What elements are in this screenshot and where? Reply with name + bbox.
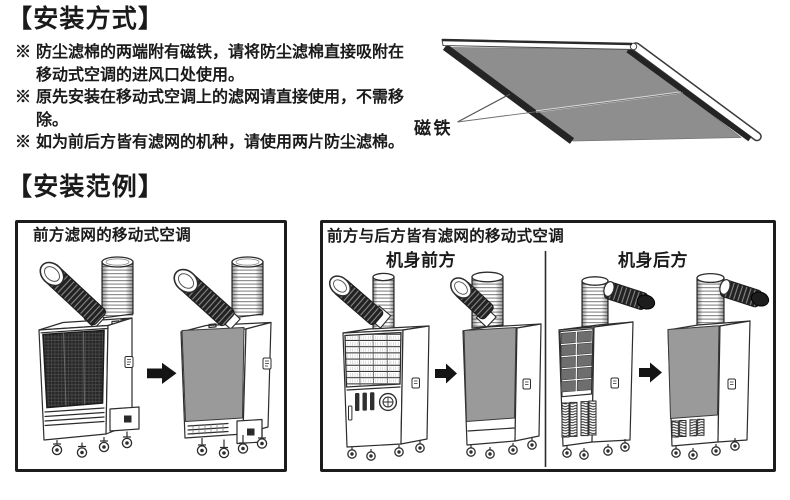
arrow-icon bbox=[147, 362, 177, 384]
ac-unit-rear-grille-illustration bbox=[558, 276, 656, 460]
body-rear-label: 机身后方 bbox=[618, 251, 688, 270]
front-rear-example-illustration bbox=[328, 251, 770, 467]
casters bbox=[671, 437, 740, 460]
instruction-text: 防尘滤棉的两端附有磁铁，请将防尘滤棉直接吸附在 移动式空调的进风口处使用。 bbox=[36, 42, 404, 87]
arrow-icon bbox=[435, 363, 457, 384]
instruction-line: 原先安装在移动式空调上的滤网请直接使用，不需移 bbox=[36, 89, 405, 106]
casters bbox=[51, 431, 133, 458]
instruction-line: 移动式空调的进风口处使用。 bbox=[36, 66, 245, 84]
casters bbox=[562, 438, 630, 460]
instruction-item-1: ※ 防尘滤棉的两端附有磁铁，请将防尘滤棉直接吸附在 移动式空调的进风口处使用。 bbox=[15, 42, 415, 87]
ac-unit-rear-panel-illustration bbox=[667, 272, 770, 460]
filter-sheet-illustration bbox=[441, 38, 762, 144]
example-box-front-rear-filter: 前方与后方皆有滤网的移动式空调 机身前方 机身后方 bbox=[320, 220, 776, 472]
instruction-line: 如为前后方皆有滤网的机种，请使用两片防尘滤棉。 bbox=[36, 134, 405, 151]
rear-grille-cells bbox=[560, 330, 592, 393]
section-title-install-method: 【安装方式】 bbox=[7, 6, 165, 33]
casters bbox=[196, 428, 268, 459]
magnet-leader-lines bbox=[457, 91, 684, 123]
ac-unit-front-grille-illustration bbox=[38, 256, 140, 458]
bullet-marker: ※ bbox=[15, 89, 32, 106]
casters bbox=[466, 436, 537, 459]
instruction-text: 如为前后方皆有滤网的机种，请使用两片防尘滤棉。 bbox=[36, 132, 404, 155]
filter-sheet-diagram: 磁铁 bbox=[414, 38, 762, 144]
instruction-text: 原先安装在移动式空调上的滤网请直接使用，不需移 除。 bbox=[36, 87, 404, 132]
magnet-label: 磁铁 bbox=[414, 118, 453, 138]
example-box-front-title: 前方滤网的移动式空调 bbox=[33, 227, 192, 244]
arrow-icon bbox=[639, 362, 662, 383]
ac-unit-front-panel2-illustration bbox=[450, 271, 542, 459]
body-front-label: 机身前方 bbox=[386, 251, 456, 270]
instruction-item-2: ※ 原先安装在移动式空调上的滤网请直接使用，不需移 除。 bbox=[15, 87, 415, 132]
ac-unit-front-panel-illustration bbox=[173, 256, 272, 459]
example-box-front-filter: 前方滤网的移动式空调 bbox=[15, 220, 287, 472]
bullet-marker: ※ bbox=[15, 134, 32, 151]
instruction-line: 除。 bbox=[36, 111, 69, 129]
example-box-front-rear-title: 前方与后方皆有滤网的移动式空调 bbox=[327, 228, 565, 245]
casters bbox=[347, 439, 425, 461]
instruction-list: ※ 防尘滤棉的两端附有磁铁，请将防尘滤棉直接吸附在 移动式空调的进风口处使用。 … bbox=[15, 42, 415, 155]
ac-unit-louver-front-illustration bbox=[328, 272, 430, 461]
instruction-line: 防尘滤棉的两端附有磁铁，请将防尘滤棉直接吸附在 bbox=[36, 44, 405, 61]
front-filter-example-illustration bbox=[38, 256, 272, 459]
section-title-install-example: 【安装范例】 bbox=[7, 174, 165, 201]
instruction-item-3: ※ 如为前后方皆有滤网的机种，请使用两片防尘滤棉。 bbox=[15, 132, 415, 155]
bullet-marker: ※ bbox=[15, 44, 32, 61]
